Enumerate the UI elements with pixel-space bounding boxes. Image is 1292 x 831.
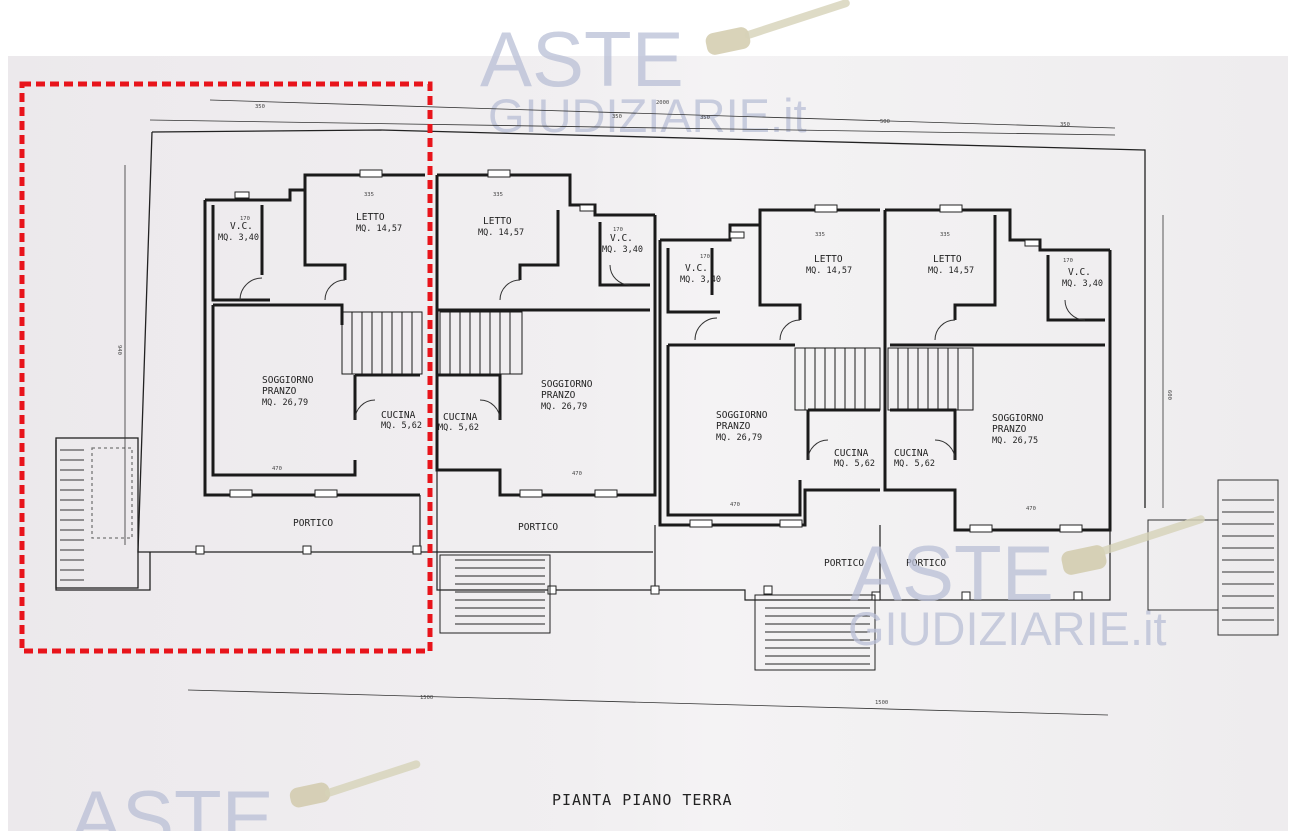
- room-area-soggiorno: MQ. 26,79: [541, 402, 587, 412]
- room-name-letto: LETTO: [483, 216, 512, 227]
- dim-vc-u3: 170: [700, 254, 710, 260]
- dim-width-u2: 470: [572, 471, 582, 477]
- room-name-portico: PORTICO: [824, 558, 864, 569]
- highlighted-unit-border: [19, 81, 433, 654]
- watermark-aste-text: ASTE: [480, 15, 684, 103]
- room-area-vc: MQ. 3,40: [1062, 279, 1103, 289]
- room-name-letto: LETTO: [356, 212, 385, 223]
- gavel-icon: [1061, 515, 1205, 575]
- watermark-aste-text: ASTE: [850, 529, 1054, 617]
- room-area-letto: MQ. 14,57: [806, 266, 852, 276]
- watermark-giudiziarie-text: GIUDIZIARIE.it: [848, 602, 1167, 655]
- room-name-vc: V.C.: [610, 233, 633, 244]
- unit-2-labels: LETTO MQ. 14,57 V.C. MQ. 3,40 SOGGIORNO …: [438, 216, 643, 533]
- dim-top-d: 350: [1060, 122, 1070, 128]
- porch-outlines: [419, 470, 1111, 601]
- room-name-portico: PORTICO: [906, 558, 946, 569]
- porch-columns: [195, 545, 1083, 601]
- room-name-pranzo: PRANZO: [262, 386, 297, 397]
- room-area-cucina: MQ. 5,62: [381, 421, 422, 431]
- dimension-lines: [124, 99, 1164, 716]
- room-name-pranzo: PRANZO: [541, 390, 576, 401]
- watermark-top: ASTE GIUDIZIARIE.it: [480, 0, 850, 142]
- dim-width-u1: 470: [272, 466, 282, 472]
- dim-letto-u3: 335: [815, 232, 825, 238]
- room-area-cucina: MQ. 5,62: [894, 459, 935, 469]
- room-name-portico: PORTICO: [293, 518, 333, 529]
- dim-width-u4: 470: [1026, 506, 1036, 512]
- room-area-soggiorno: MQ. 26,75: [992, 436, 1038, 446]
- room-area-vc: MQ. 3,40: [680, 275, 721, 285]
- unit-1-walls: [203, 173, 425, 497]
- dim-top-b: 350: [700, 115, 710, 121]
- room-area-soggiorno: MQ. 26,79: [262, 398, 308, 408]
- unit-3-walls: [658, 208, 880, 527]
- unit-4-walls: [883, 208, 1112, 532]
- watermark-giudiziarie-text: GIUDIZIARIE.it: [488, 89, 807, 142]
- watermark-aste-text: ASTE: [70, 774, 274, 831]
- dim-top-total: 2000: [656, 100, 669, 106]
- window-marks: [229, 169, 1083, 533]
- gavel-icon: [289, 760, 421, 808]
- dim-top-left: 350: [255, 104, 265, 110]
- unit-4-stair: [887, 299, 1086, 461]
- room-name-letto: LETTO: [814, 254, 843, 265]
- center-stairs: [439, 554, 876, 671]
- dim-width-u3: 470: [730, 502, 740, 508]
- dim-vc-u2: 170: [613, 227, 623, 233]
- dim-top-a: 350: [612, 114, 622, 120]
- dim-top-c: 500: [880, 119, 890, 125]
- room-name-pranzo: PRANZO: [992, 424, 1027, 435]
- room-area-vc: MQ. 3,40: [218, 233, 259, 243]
- room-area-letto: MQ. 14,57: [478, 228, 524, 238]
- unit-2-stair: [439, 264, 631, 421]
- dim-letto-u2: 335: [493, 192, 503, 198]
- room-area-cucina: MQ. 5,62: [834, 459, 875, 469]
- room-name-vc: V.C.: [1068, 267, 1091, 278]
- room-name-cucina: CUCINA: [834, 448, 869, 459]
- stair-left: [60, 449, 84, 581]
- room-area-soggiorno: MQ. 26,79: [716, 433, 762, 443]
- dim-side-left: 940: [116, 345, 122, 355]
- unit-3-labels: LETTO MQ. 14,57 V.C. MQ. 3,40 SOGGIORNO …: [680, 254, 875, 569]
- unit-3-stair: [694, 317, 881, 461]
- unit-4-labels: LETTO MQ. 14,57 V.C. MQ. 3,40 SOGGIORNO …: [894, 254, 1103, 569]
- room-area-vc: MQ. 3,40: [602, 245, 643, 255]
- unit-1-labels: LETTO MQ. 14,57 V.C. MQ. 3,40 SOGGIORNO …: [218, 212, 422, 529]
- dim-letto-u1: 335: [364, 192, 374, 198]
- room-area-letto: MQ. 14,57: [356, 224, 402, 234]
- room-name-soggiorno: SOGGIORNO: [262, 375, 314, 386]
- room-name-cucina: CUCINA: [894, 448, 929, 459]
- dim-bottom-right: 1500: [875, 700, 888, 706]
- dim-vc-u1: 170: [240, 216, 250, 222]
- dim-vc-u4: 170: [1063, 258, 1073, 264]
- watermark-bottom: ASTE: [70, 760, 421, 831]
- room-name-vc: V.C.: [230, 221, 253, 232]
- plan-title: PIANTA PIANO TERRA: [552, 791, 733, 809]
- room-area-cucina: MQ. 5,62: [438, 423, 479, 433]
- gavel-icon: [705, 0, 850, 55]
- room-name-vc: V.C.: [685, 263, 708, 274]
- room-name-portico: PORTICO: [518, 522, 558, 533]
- dim-side-right: 600: [1166, 390, 1172, 400]
- unit-1-stair: [239, 277, 423, 421]
- room-name-soggiorno: SOGGIORNO: [541, 379, 593, 390]
- room-name-cucina: CUCINA: [443, 412, 478, 423]
- watermark-middle: ASTE GIUDIZIARIE.it: [848, 515, 1205, 655]
- room-name-letto: LETTO: [933, 254, 962, 265]
- dimension-labels: 350 2000 350 350 500 350 1500 1500 940 6…: [116, 100, 1172, 706]
- scanned-drawing-sheet: [8, 56, 1288, 831]
- stair-right: [1147, 479, 1279, 636]
- room-name-soggiorno: SOGGIORNO: [992, 413, 1044, 424]
- room-name-pranzo: PRANZO: [716, 421, 751, 432]
- dim-bottom-left: 1500: [420, 695, 433, 701]
- room-name-cucina: CUCINA: [381, 410, 416, 421]
- dim-letto-u4: 335: [940, 232, 950, 238]
- room-area-letto: MQ. 14,57: [928, 266, 974, 276]
- room-name-soggiorno: SOGGIORNO: [716, 410, 768, 421]
